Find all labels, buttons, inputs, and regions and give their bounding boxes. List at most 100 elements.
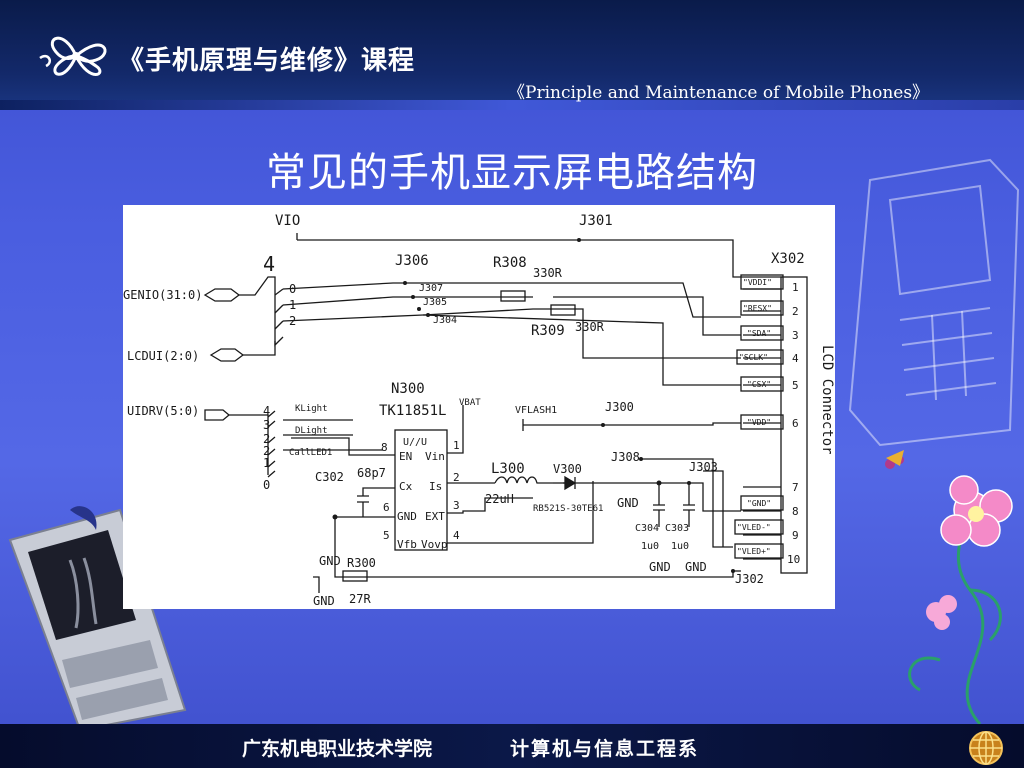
pin-number-5: 5 [383,529,390,542]
label-diode-part: RB521S-30TE61 [533,504,603,514]
label-v300: V300 [553,462,582,476]
label-uidrv-0: 0 [263,478,270,492]
label-r309-value: 330R [575,320,605,334]
slide-title: 常见的手机显示屏电路结构 [266,150,758,196]
pin-number-2: 2 [453,471,460,484]
label-c303-value: 1u0 [671,541,689,552]
label-lcd-connector: LCD Connector [819,345,835,455]
connector-signal-vdd: "VDD" [747,418,771,427]
label-j304: J304 [433,315,457,326]
connector-pin-5: 5 [792,379,799,392]
connector-pin-7: 7 [792,481,799,494]
connector-pin-9: 9 [792,529,799,542]
course-logo-icon [39,36,107,76]
globe-icon [969,731,1003,765]
label-l300: L300 [491,461,525,477]
label-j303: J303 [689,460,718,474]
label-r308-value: 330R [533,266,563,280]
header-band [0,100,1024,110]
label-c303: C303 [665,523,689,534]
pin-gnd: GND [397,510,417,523]
phone-outline-decoration [848,158,1020,447]
pin-ext: EXT [425,510,445,523]
label-callled1: CallLED1 [289,448,332,458]
label-j307: J307 [419,283,443,294]
label-genio: GENIO(31:0) [123,288,202,302]
pin-cx: Cx [399,480,413,493]
connector-signal-vled-plus: "VLED+" [737,547,771,556]
label-gnd-b: GND [649,560,671,574]
connector-signal-csx: "CSX" [747,380,771,389]
label-bus-2: 2 [289,314,296,328]
footer-department-name: 计算机与信息工程系 [510,738,700,760]
footer-bar [0,724,1024,768]
label-vbat: VBAT [459,398,481,408]
connector-signal-vddi: "VDDI" [743,278,772,287]
label-bus-width: 4 [263,252,275,276]
label-lcdui: LCDUI(2:0) [127,349,199,363]
label-bus-0: 0 [289,282,296,296]
label-uidrv-4: 4 [263,404,270,418]
pin-is: Is [429,480,442,493]
course-title: 《手机原理与维修》课程 [118,46,416,76]
label-n300: N300 [391,381,425,397]
label-uidrv-2: 2 [263,432,270,446]
pin-number-3: 3 [453,499,460,512]
label-j302: J302 [735,572,764,586]
display-circuit-schematic: VIO J301 X302 J306 R308 330R J307 J305 J… [123,205,835,609]
pin-number-4: 4 [453,529,460,542]
connector-pin-4: 4 [792,352,799,365]
label-klight: KLight [295,404,328,414]
label-c304: C304 [635,523,659,534]
connector-signal-sclk: "SCLK" [739,353,768,362]
course-subtitle: 《Principle and Maintenance of Mobile Pho… [508,83,930,103]
label-tk11851l: TK11851L [379,403,446,419]
label-uidrv: UIDRV(5:0) [127,404,199,418]
label-gnd-c: GND [685,560,707,574]
connector-signal-resx: "RESX" [743,304,772,313]
label-x302: X302 [771,251,805,267]
label-c302: C302 [315,470,344,484]
label-j306: J306 [395,253,429,269]
footer-school-name: 广东机电职业技术学院 [242,738,433,760]
connector-pin-3: 3 [792,329,799,342]
label-uidrv-2b: 2 [263,444,270,458]
label-r308: R308 [493,255,527,271]
label-c304-value: 1u0 [641,541,659,552]
label-j308: J308 [611,450,640,464]
connector-signal-gnd: "GND" [747,499,771,508]
label-j301: J301 [579,213,613,229]
connector-pin-6: 6 [792,417,799,430]
label-r300: R300 [347,556,376,570]
pin-vin: Vin [425,450,445,463]
pin-en: EN [399,450,412,463]
label-bus-1: 1 [289,298,296,312]
label-j305: J305 [423,297,447,308]
connector-signal-sda: "SDA" [747,329,771,338]
pin-vfb: Vfb [397,538,417,551]
label-r309: R309 [531,323,565,339]
label-r300-value: 27R [349,592,371,606]
label-chip-uu: U//U [403,437,427,448]
pin-number-8: 8 [381,441,388,454]
header-bar [0,0,1024,106]
label-c302-value: 68p7 [357,466,386,480]
label-uidrv-3: 3 [263,418,270,432]
label-vio: VIO [275,213,300,229]
connector-pin-10: 10 [787,553,800,566]
flower-decoration [885,450,1013,724]
label-gnd-a: GND [617,496,639,510]
connector-pin-2: 2 [792,305,799,318]
label-gnd-d: GND [319,554,341,568]
connector-pin-8: 8 [792,505,799,518]
label-vflash1: VFLASH1 [515,405,557,416]
connector-signal-vled-minus: "VLED-" [737,523,771,532]
label-uidrv-1: 1 [263,456,270,470]
label-j300: J300 [605,400,634,414]
phone-photo-decoration [8,506,187,730]
pin-vovp: Vovp [421,538,448,551]
label-dlight: DLight [295,426,328,436]
label-gnd-e: GND [313,594,335,608]
label-l300-value: 22uH [485,492,514,506]
pin-number-1: 1 [453,439,460,452]
